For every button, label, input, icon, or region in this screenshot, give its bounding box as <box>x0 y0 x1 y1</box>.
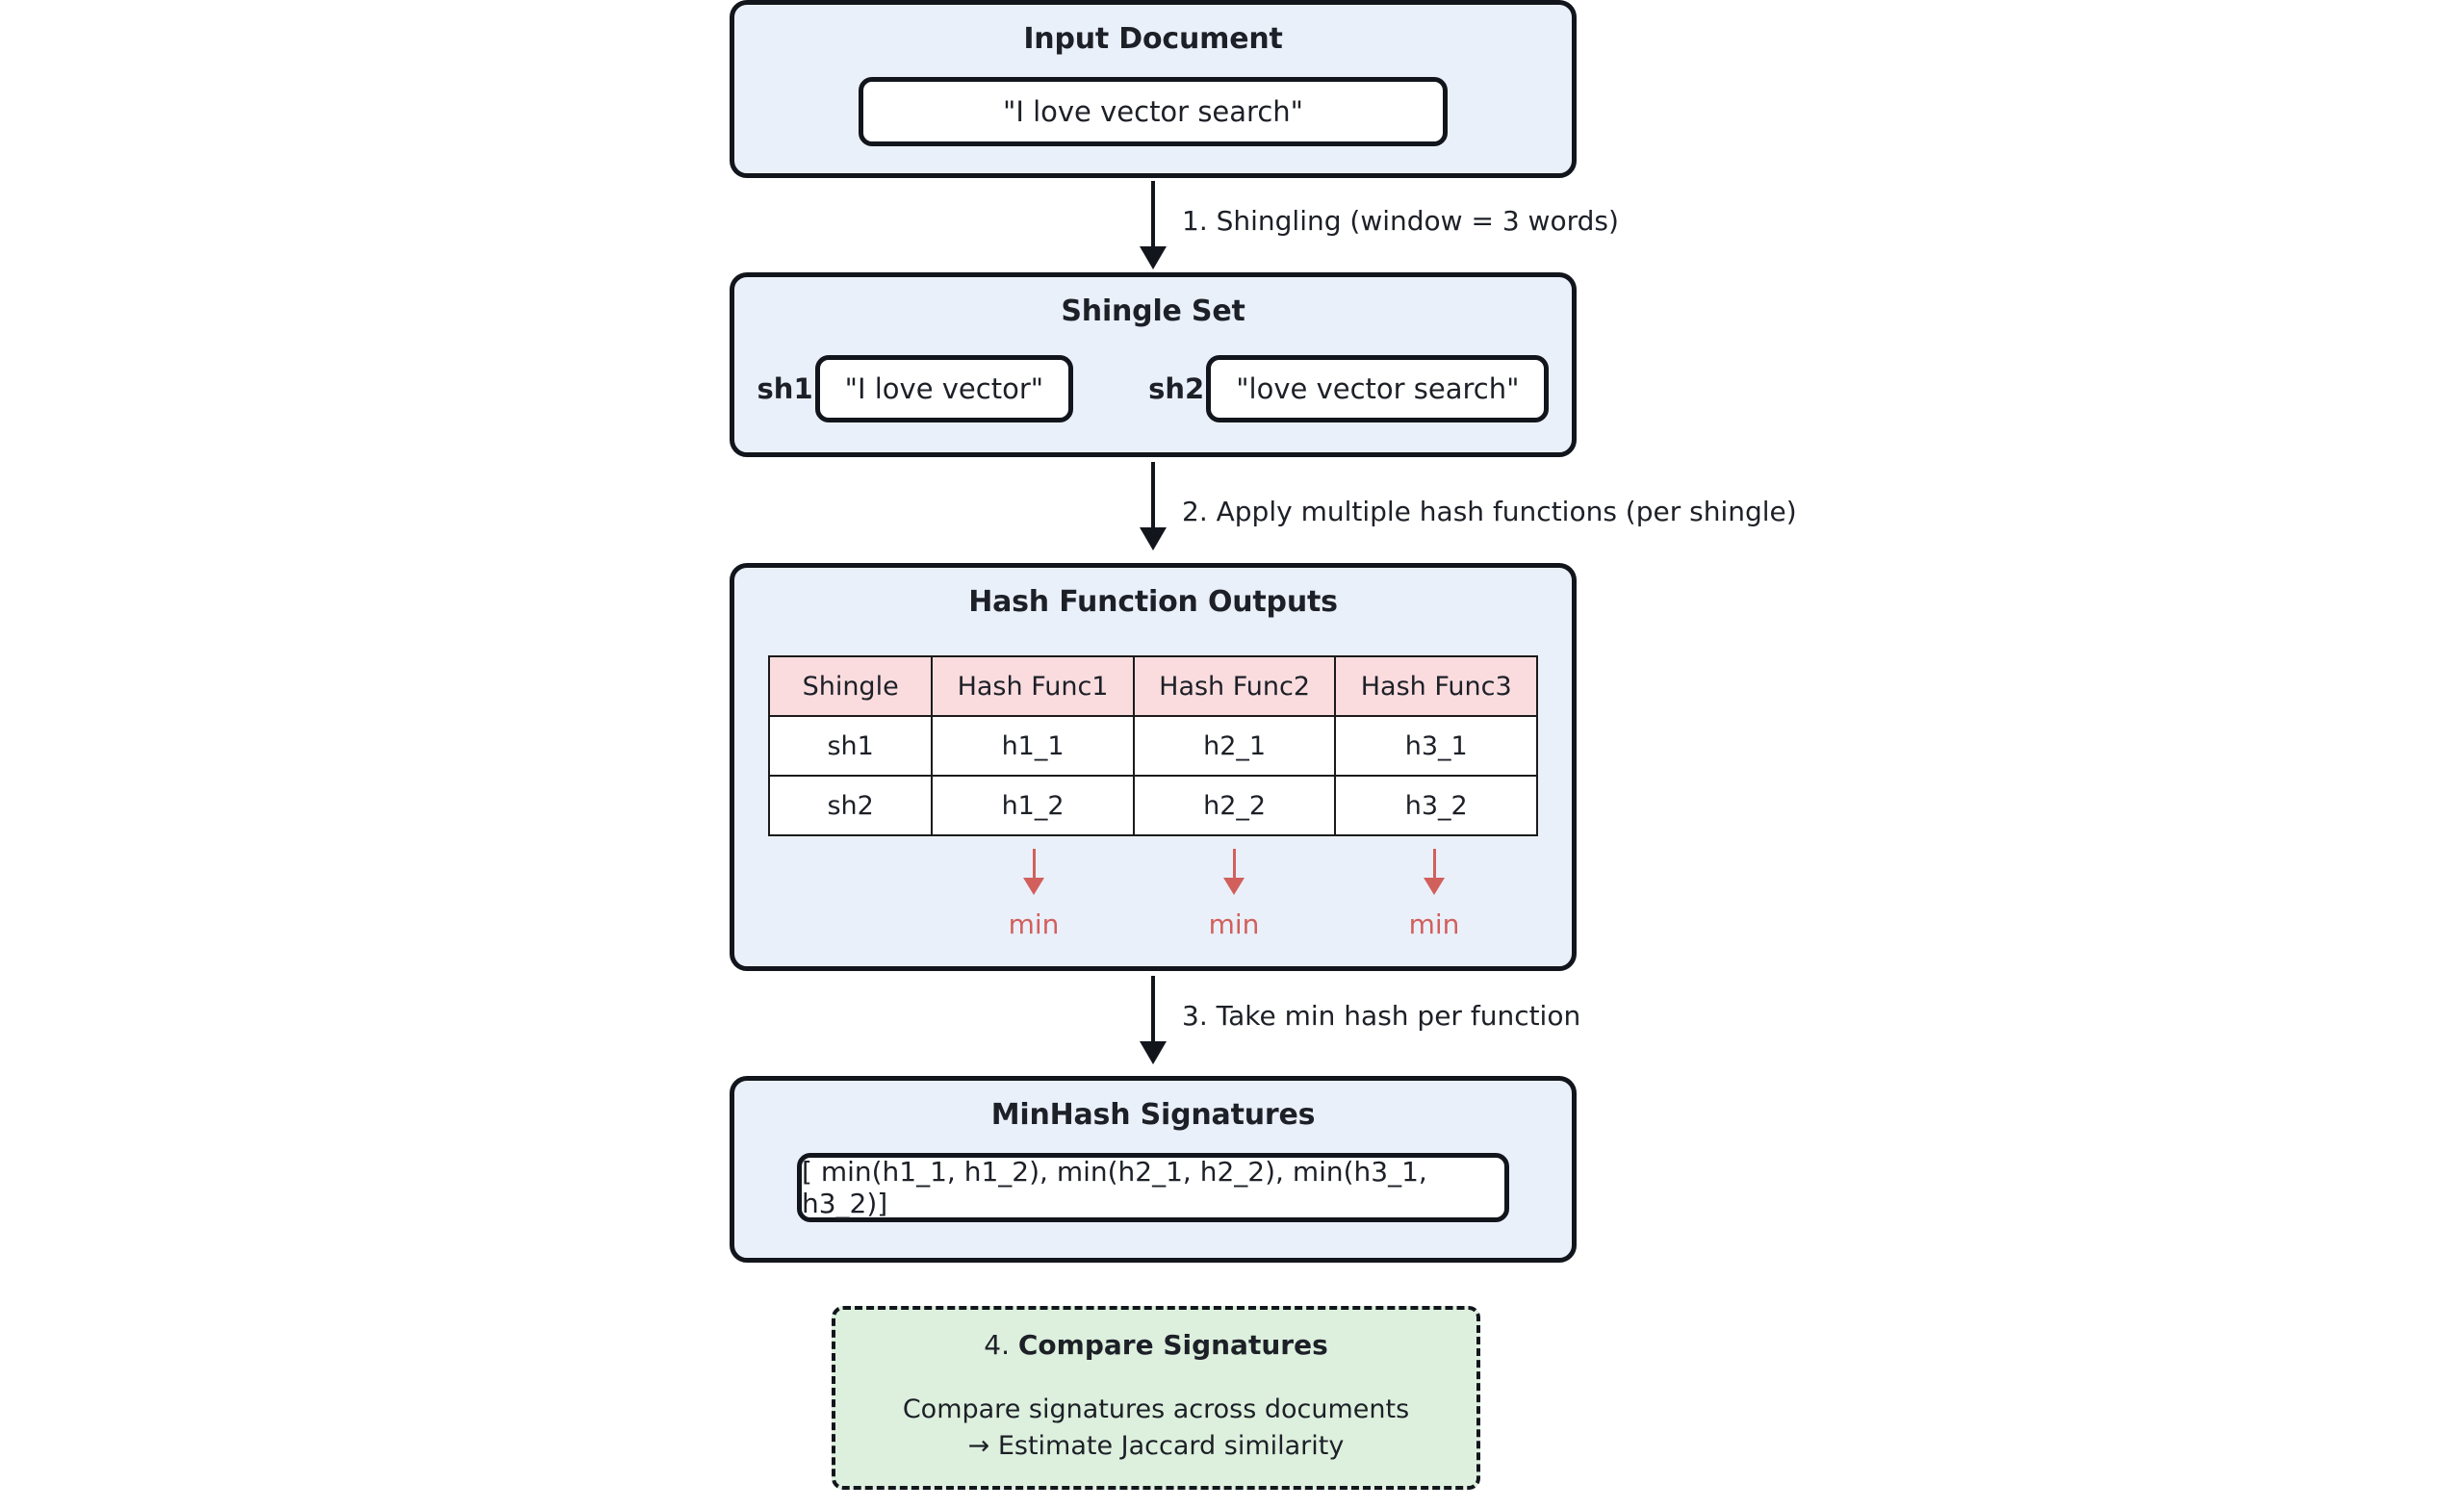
stage-shingle-set: Shingle Set sh1 "I love vector" sh2 "lov… <box>730 272 1577 457</box>
connector-arrow-2 <box>1151 462 1155 529</box>
compare-body-line-1: Compare signatures across documents <box>902 1394 1410 1424</box>
shingle-label-sh2: sh2 <box>1148 372 1205 405</box>
cell-hash-func2: h2_1 <box>1132 715 1337 777</box>
down-arrow-icon <box>1232 849 1236 880</box>
cell-shingle: sh2 <box>767 775 934 836</box>
min-indicator-func2: min <box>1134 849 1334 940</box>
connector-arrow-3 <box>1151 976 1155 1043</box>
shingle-set-title: Shingle Set <box>1061 294 1245 328</box>
minhash-signature-value: [ min(h1_1, h1_2), min(h2_1, h2_2), min(… <box>797 1153 1509 1222</box>
stage-input-document: Input Document "I love vector search" <box>730 0 1577 178</box>
hash-outputs-title: Hash Function Outputs <box>968 585 1338 619</box>
column-header-hash-func1: Hash Func1 <box>931 655 1135 717</box>
compare-signatures-body: Compare signatures across documents → Es… <box>903 1392 1409 1466</box>
shingle-item: sh2 "love vector search" <box>1148 355 1550 422</box>
input-document-text-box: "I love vector search" <box>859 77 1448 146</box>
hash-outputs-table: Shingle Hash Func1 Hash Func2 Hash Func3… <box>767 655 1538 836</box>
connector-label-3: 3. Take min hash per function <box>1182 1000 1581 1032</box>
min-indicator-func3: min <box>1334 849 1534 940</box>
min-label-func2: min <box>1208 908 1260 940</box>
compare-body-line-2: → Estimate Jaccard similarity <box>967 1431 1345 1462</box>
stage-minhash-signatures: MinHash Signatures [ min(h1_1, h1_2), mi… <box>730 1076 1577 1263</box>
shingle-text-sh2: "love vector search" <box>1206 355 1550 422</box>
shingle-list: sh1 "I love vector" sh2 "love vector sea… <box>734 355 1572 422</box>
cell-hash-func3: h3_1 <box>1334 715 1538 777</box>
table-row: sh1 h1_1 h2_1 h3_1 <box>767 715 1538 777</box>
stage-hash-function-outputs: Hash Function Outputs Shingle Hash Func1… <box>730 563 1577 971</box>
cell-hash-func2: h2_2 <box>1132 775 1337 836</box>
cell-hash-func3: h3_2 <box>1334 775 1538 836</box>
shingle-text-sh1: "I love vector" <box>814 355 1074 422</box>
table-header-row: Shingle Hash Func1 Hash Func2 Hash Func3 <box>767 655 1538 717</box>
connector-label-2: 2. Apply multiple hash functions (per sh… <box>1182 496 1797 527</box>
cell-hash-func1: h1_1 <box>931 715 1135 777</box>
min-indicator-func1: min <box>934 849 1134 940</box>
compare-step-number: 4. <box>984 1329 1010 1361</box>
compare-signatures-title: 4. Compare Signatures <box>984 1329 1328 1361</box>
down-arrow-icon <box>1032 849 1036 880</box>
cell-hash-func1: h1_2 <box>931 775 1135 836</box>
stage-compare-signatures: 4. Compare Signatures Compare signatures… <box>832 1306 1480 1490</box>
table-row: sh2 h1_2 h2_2 h3_2 <box>767 775 1538 836</box>
column-header-hash-func2: Hash Func2 <box>1132 655 1337 717</box>
minhash-signatures-title: MinHash Signatures <box>990 1098 1316 1132</box>
min-label-func3: min <box>1408 908 1460 940</box>
min-row-spacer <box>772 849 934 940</box>
shingle-label-sh1: sh1 <box>757 372 813 405</box>
shingle-item: sh1 "I love vector" <box>757 355 1074 422</box>
min-indicator-row: min min min <box>734 849 1572 940</box>
down-arrow-icon <box>1432 849 1436 880</box>
min-label-func1: min <box>1008 908 1060 940</box>
input-document-title: Input Document <box>1023 22 1283 56</box>
compare-title-text: Compare Signatures <box>1017 1329 1328 1361</box>
column-header-hash-func3: Hash Func3 <box>1334 655 1538 717</box>
cell-shingle: sh1 <box>767 715 934 777</box>
connector-arrow-1 <box>1151 181 1155 248</box>
column-header-shingle: Shingle <box>767 655 934 717</box>
connector-label-1: 1. Shingling (window = 3 words) <box>1182 205 1619 237</box>
